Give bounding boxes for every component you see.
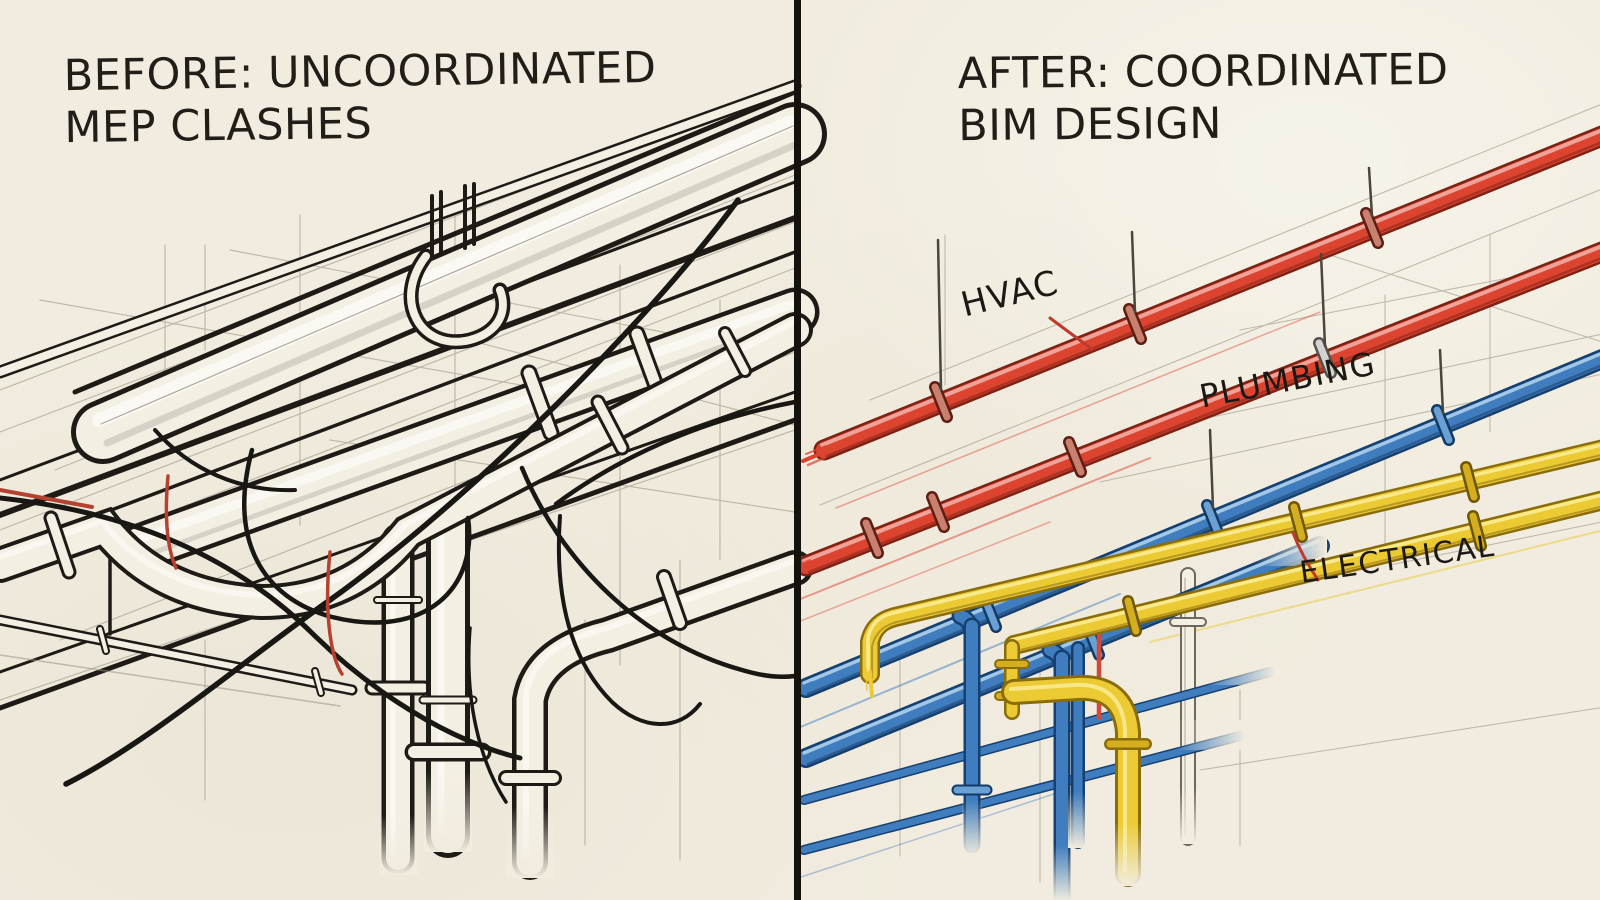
before-drawing	[0, 79, 827, 880]
after-title: AFTER: COORDINATED BIM DESIGN	[958, 44, 1450, 153]
electrical-elbow-drop	[1001, 674, 1152, 887]
echo-streaks	[797, 311, 1600, 879]
hvac-leader	[1048, 316, 1094, 351]
elbow-pipe	[498, 550, 813, 880]
low-conduit	[0, 546, 358, 707]
plumbing-conduits	[799, 655, 1275, 855]
hvac-pipe-1	[801, 125, 1600, 467]
hanger-rods-right	[936, 166, 1374, 392]
vertical-pipe-1	[364, 523, 432, 875]
before-title-line2: MEP CLASHES	[64, 99, 373, 154]
hvac-clamps	[860, 166, 1384, 559]
electrical-pipe-1	[860, 439, 1600, 698]
after-title-line1: AFTER: COORDINATED	[957, 44, 1449, 100]
right-fades	[962, 788, 1200, 900]
before-title: BEFORE: UNCOORDINATED MEP CLASHES	[63, 42, 657, 155]
leader-lines	[1048, 316, 1320, 582]
before-title-line1: BEFORE: UNCOORDINATED	[63, 42, 657, 102]
tangled-cables	[0, 197, 798, 804]
duct-2	[115, 287, 820, 573]
panel-divider	[794, 0, 801, 900]
left-fades	[380, 772, 554, 878]
after-title-line2: BIM DESIGN	[958, 99, 1223, 152]
after-drawing	[795, 104, 1600, 900]
red-wires	[0, 474, 344, 676]
hanger-rods	[430, 182, 476, 260]
electrical-clamps	[1122, 461, 1487, 637]
electrical-leader	[1291, 531, 1320, 582]
top-conduit	[0, 79, 802, 379]
plumbing-clamps	[978, 348, 1455, 661]
main-duct	[71, 102, 827, 464]
